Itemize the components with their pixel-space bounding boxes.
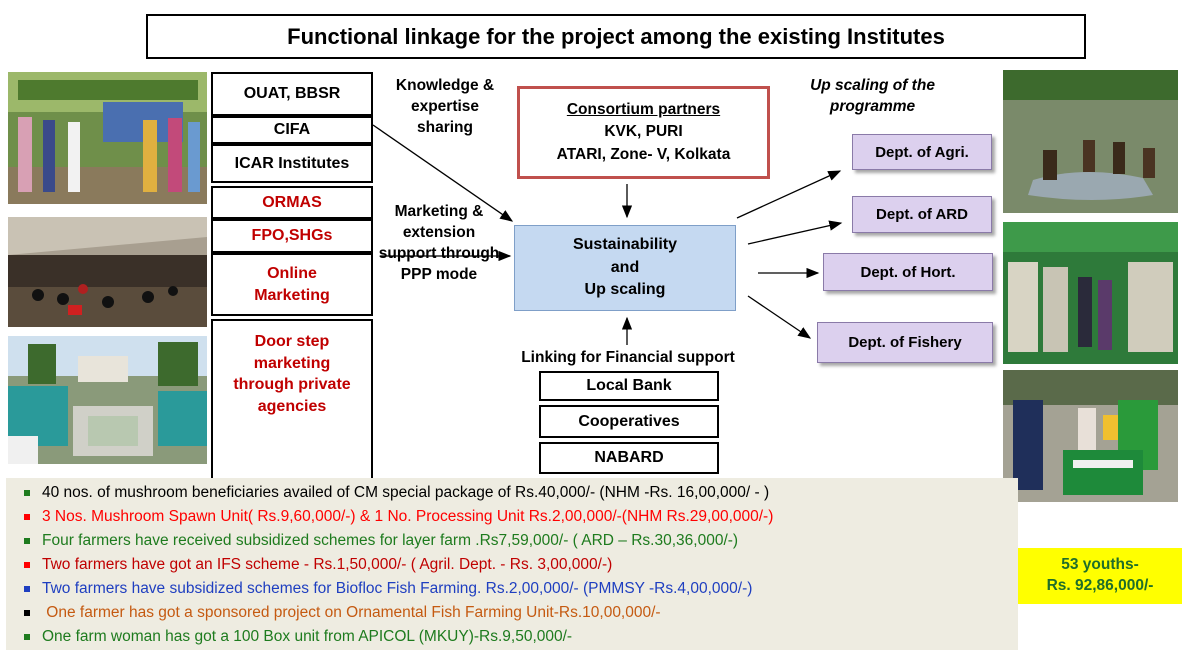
label-upscaling: Up scaling of the programme <box>810 77 935 115</box>
dept-agri: Dept. of Agri. <box>852 134 992 170</box>
consortium-heading: Consortium partners <box>566 100 721 118</box>
bullet-7: One farm woman has got a 100 Box unit fr… <box>24 628 572 646</box>
bullet-text: One farm woman has got a 100 Box unit fr… <box>42 628 573 645</box>
consortium-line-1: KVK, PURI <box>604 123 683 141</box>
bullet-text: 3 Nos. Mushroom Spawn Unit( Rs.9,60,000/… <box>42 508 774 525</box>
box-door-step-marketing: Door step marketing through private agen… <box>211 319 373 481</box>
dept-ard: Dept. of ARD <box>852 196 992 233</box>
photo-mushroom-shed <box>1003 222 1178 364</box>
box-ormas: ORMAS <box>211 186 373 219</box>
box-online-marketing: Online Marketing <box>211 253 373 316</box>
box-nabard: NABARD <box>539 442 719 474</box>
bullet-square <box>24 513 30 520</box>
box-fpo-shgs: FPO,SHGs <box>211 219 373 253</box>
bullet-square <box>24 537 30 544</box>
dept-hort: Dept. of Hort. <box>823 253 993 291</box>
label-marketing-support: Marketing & extension support through PP… <box>378 203 500 283</box>
photo-mushroom-visit <box>8 72 207 204</box>
center-line-3: Up scaling <box>584 281 666 299</box>
photo-beekeeping-stall <box>1003 370 1178 502</box>
page-title: Functional linkage for the project among… <box>146 14 1086 59</box>
bullet-square <box>24 561 30 568</box>
center-line-1: Sustainability <box>572 236 678 254</box>
box-door-step-label: Door step marketing through private agen… <box>233 333 351 415</box>
box-online-marketing-label: Online Marketing <box>254 264 330 304</box>
label-financial-support: Linking for Financial support <box>521 349 735 366</box>
box-icar-institutes: ICAR Institutes <box>211 144 373 183</box>
box-cifa: CIFA <box>211 116 373 144</box>
bullet-2: 3 Nos. Mushroom Spawn Unit( Rs.9,60,000/… <box>24 508 773 526</box>
bullet-4: Two farmers have got an IFS scheme - Rs.… <box>24 556 612 574</box>
youths-line-2: Rs. 92,86,000/- <box>1046 577 1154 594</box>
bullet-square <box>24 609 30 616</box>
bullet-square <box>24 585 30 592</box>
youths-summary-box: 53 youths- Rs. 92,86,000/- <box>1018 548 1182 604</box>
youths-line-1: 53 youths- <box>1061 556 1139 574</box>
bullet-square <box>24 633 30 640</box>
photo-biofloc-tanks <box>8 336 207 464</box>
photo-poultry-farm <box>8 217 207 327</box>
center-line-2: and <box>610 258 640 276</box>
bullet-square <box>24 489 30 496</box>
box-ouat-bbsr: OUAT, BBSR <box>211 72 373 116</box>
arrow-to-dept-ard <box>747 220 843 245</box>
box-local-bank: Local Bank <box>539 371 719 401</box>
photo-fish-harvest <box>1003 70 1178 213</box>
achievements-panel: 40 nos. of mushroom beneficiaries availe… <box>6 478 1018 650</box>
consortium-box: Consortium partners KVK, PURI ATARI, Zon… <box>517 86 770 179</box>
bullet-text: Two farmers have got an IFS scheme - Rs.… <box>42 556 613 573</box>
sustainability-box: Sustainability and Up scaling <box>514 225 736 311</box>
bullet-6: One farmer has got a sponsored project o… <box>24 604 661 622</box>
bullet-text: Four farmers have received subsidized sc… <box>42 532 739 549</box>
bullet-3: Four farmers have received subsidized sc… <box>24 532 738 550</box>
dept-fishery: Dept. of Fishery <box>817 322 993 363</box>
arrow-institutes-to-center <box>372 124 514 222</box>
bullet-text: Two farmers have subsidized schemes for … <box>42 580 753 597</box>
bullet-1: 40 nos. of mushroom beneficiaries availe… <box>24 484 769 502</box>
arrow-to-dept-fishery <box>747 295 812 339</box>
consortium-line-2: ATARI, Zone- V, Kolkata <box>556 145 731 163</box>
arrow-to-dept-agri <box>736 170 842 219</box>
bullet-text: 40 nos. of mushroom beneficiaries availe… <box>42 484 770 501</box>
box-cooperatives: Cooperatives <box>539 405 719 438</box>
label-knowledge-sharing: Knowledge & expertise sharing <box>395 77 495 136</box>
bullet-text: One farmer has got a sponsored project o… <box>42 604 661 621</box>
bullet-5: Two farmers have subsidized schemes for … <box>24 580 752 598</box>
